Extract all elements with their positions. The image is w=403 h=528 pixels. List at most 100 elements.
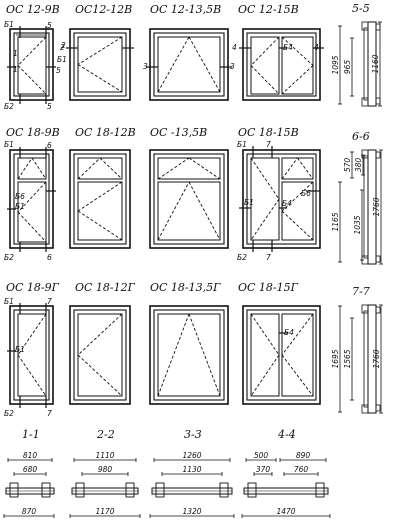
outer-frame [149,305,229,405]
sash [157,157,221,180]
profile-block [375,255,381,263]
mark-label: 4 [314,43,319,52]
profile-block [315,482,325,498]
section-label: 2-2 [96,428,115,441]
mark-label: 3 [230,62,235,71]
sash [281,313,314,397]
opening-line [77,64,123,93]
window-oc-13-5v [149,149,229,249]
window-label-text: ОС12-12В [75,3,132,16]
dimension-value: 1160 [371,54,380,73]
window-label: ОС 18-15Г [238,281,299,294]
window-label-text: ОС 18-12В [75,126,136,139]
sash [17,157,47,180]
window-label: ОС 18-15В [238,126,299,139]
opening-line [250,157,280,200]
opening-line [250,354,280,397]
inner-frame [13,32,50,97]
opening-line [157,313,190,397]
opening-line [250,36,280,66]
section-label: 6-6 [352,130,370,143]
opening-line [77,354,123,397]
outer-frame [149,28,229,101]
window-label-text: ОС 18-9В [6,126,60,139]
mark-label: 6 [47,253,52,262]
opening-line [250,65,280,95]
section-label: 4-4 [277,428,296,441]
dimension-value: 1260 [182,451,201,460]
inner-frame [73,32,127,97]
profile-block [361,97,369,107]
opening-line [157,181,190,241]
opening-line [17,313,47,356]
opening-line [77,36,123,65]
window-label-text: ОС 18-13,5Г [150,281,221,294]
mark-label: Б1 [57,55,67,64]
section-profile [363,310,369,408]
window-oc-18-12v [69,149,131,249]
window-oc-18-12g [69,305,131,405]
opening-line [17,211,47,243]
sash [17,313,47,397]
section-label: 1-1 [22,428,40,441]
mark-label: Б1 [4,20,14,29]
outer-frame [9,149,54,249]
opening-line [77,210,123,241]
opening-line [281,210,314,241]
mark-label: Б4 [282,199,292,208]
dimension-value: 870 [22,507,37,516]
inner-frame [153,309,225,401]
mark-label: 1 [13,49,18,58]
sash [17,181,47,243]
mark-label: Б1 [244,198,254,207]
dimension-value: 370 [256,465,271,474]
dimension-value: 1095 [331,55,340,74]
dimension-value: 760 [294,465,309,474]
opening-line [77,181,123,212]
outer-frame [149,149,229,249]
section-label: 7-7 [352,285,370,298]
dimension-value: 810 [23,451,38,460]
mark-label: 1 [13,65,18,74]
window-label: ОС 12-13,5В [150,3,221,16]
mark-label: Б2 [4,102,14,111]
opening-line [250,198,280,241]
mark-label: Б1 [15,345,25,354]
dimension-value: 890 [296,451,311,460]
profile-block [361,21,369,31]
profile-block [361,304,369,314]
mark-label: Б1 [15,202,25,211]
dimension-value: 1760 [372,197,381,216]
sash [157,313,221,397]
window-label-text: ОС 18-12Г [75,281,136,294]
opening-line [188,157,221,180]
window-label-text: ОС 12-13,5В [150,3,221,16]
inner-frame [153,32,225,97]
dimension-value: 1130 [182,465,201,474]
opening-line [188,313,221,397]
section-label: 3-3 [184,428,202,441]
mark-label: 3 [143,62,148,71]
sash [250,157,280,241]
dimension-value: 965 [343,60,352,75]
mark-label: 5 [56,66,61,75]
window-label: ОС 18-12Г [75,281,136,294]
opening-line [157,157,190,180]
mark-label: 7 [266,140,271,149]
mark-label: 5 [47,21,52,30]
mark-label: Б1 [4,297,14,306]
inner-frame [153,153,225,245]
opening-line [281,313,314,356]
mark-label: Б4 [284,328,294,337]
mark-label: 7 [47,297,52,306]
window-label: ОС 12-15В [238,3,299,16]
mark-label: 2 [61,41,66,50]
opening-line [17,65,47,95]
